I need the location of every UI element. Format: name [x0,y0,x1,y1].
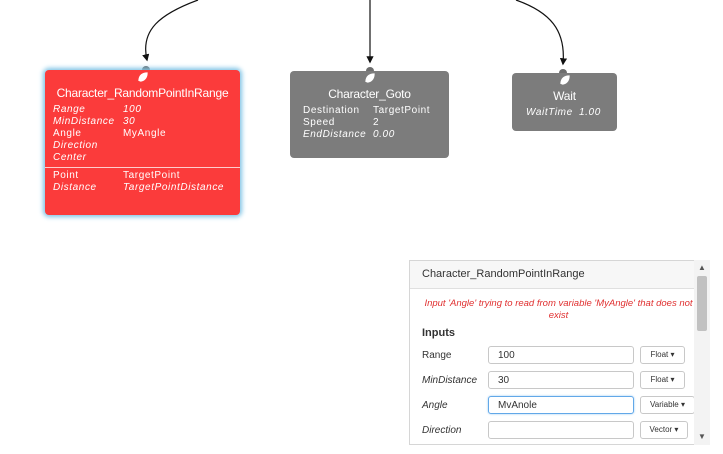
field-key: Range [53,104,86,115]
input-label: Angle [422,400,448,411]
field-key: Direction [53,140,98,151]
input-port[interactable] [366,67,374,72]
field-value: 100 [123,104,142,115]
type-dropdown-button[interactable]: Vector ▾ [640,421,688,439]
node-title: Character_RandomPointInRange [56,86,229,100]
direction-input[interactable] [488,421,634,439]
field-value: MyAngle [123,128,167,139]
node-rows: WaitTime 1.00 [526,107,603,119]
leaf-icon [303,73,436,87]
node-field-row: WaitTime 1.00 [526,107,603,119]
field-key: Center [53,152,87,163]
field-value: TargetPoint [373,105,431,116]
inspector-panel: Character_RandomPointInRange Input 'Angl… [409,260,710,445]
input-row-range: Range 100 Float ▾ [422,346,692,366]
field-key: Speed [303,117,335,128]
field-key: Point [53,170,79,181]
node-field-row: Destination TargetPoint [303,105,436,117]
warning-message: Input 'Angle' trying to read from variab… [424,298,693,321]
node-field-row: Point TargetPoint [53,170,232,182]
input-row-mindistance: MinDistance 30 Float ▾ [422,371,692,391]
angle-input[interactable]: MvAnole [488,396,634,414]
field-key: EndDistance [303,129,367,140]
node-wait[interactable]: Wait WaitTime 1.00 [512,73,617,131]
edge-to-wait [515,0,568,66]
node-field-row: Center [53,152,232,164]
node-title: Wait [553,89,576,103]
field-key: Destination [303,105,360,116]
node-field-row: Angle MyAngle [53,128,232,140]
node-field-row: Range 100 [53,104,232,116]
input-row-angle: Angle MvAnole Variable ▾ [422,396,695,416]
mindistance-input[interactable]: 30 [488,371,634,389]
node-field-row: Distance TargetPointDistance [53,182,232,194]
edge-to-random-point [142,0,199,62]
type-dropdown-button[interactable]: Variable ▾ [640,396,695,414]
scrollbar[interactable]: ▲ ▼ [694,260,710,445]
field-value: TargetPoint [123,170,181,181]
scroll-down-icon[interactable]: ▼ [698,432,706,441]
input-port[interactable] [142,66,150,71]
field-key: Distance [53,182,97,193]
input-label: Range [422,350,452,361]
field-value: 2 [373,117,380,128]
field-key: Angle [53,128,82,139]
scroll-thumb[interactable] [697,276,707,331]
type-dropdown-button[interactable]: Float ▾ [640,346,685,364]
input-label: MinDistance [422,375,478,386]
node-field-row: EndDistance 0.00 [303,129,436,141]
type-dropdown-button[interactable]: Float ▾ [640,371,685,389]
divider [45,167,240,168]
field-value: 1.00 [579,107,601,118]
field-value: 30 [123,116,136,127]
node-title: Character_Goto [328,87,411,101]
field-value: TargetPointDistance [123,182,225,193]
node-field-row: Direction [53,140,232,152]
input-port[interactable] [559,69,567,74]
leaf-icon [526,75,603,89]
field-value: 0.00 [373,129,395,140]
scroll-up-icon[interactable]: ▲ [698,263,706,272]
field-key: WaitTime [526,107,573,118]
leaf-icon [53,72,232,86]
node-field-row: MinDistance 30 [53,116,232,128]
range-input[interactable]: 100 [488,346,634,364]
field-key: MinDistance [53,116,115,127]
node-field-row: Speed 2 [303,117,436,129]
input-row-direction: Direction Vector ▾ [422,421,692,441]
section-heading: Inputs [422,327,455,339]
inspector-title: Character_RandomPointInRange [410,261,709,289]
input-label: Direction [422,425,462,436]
